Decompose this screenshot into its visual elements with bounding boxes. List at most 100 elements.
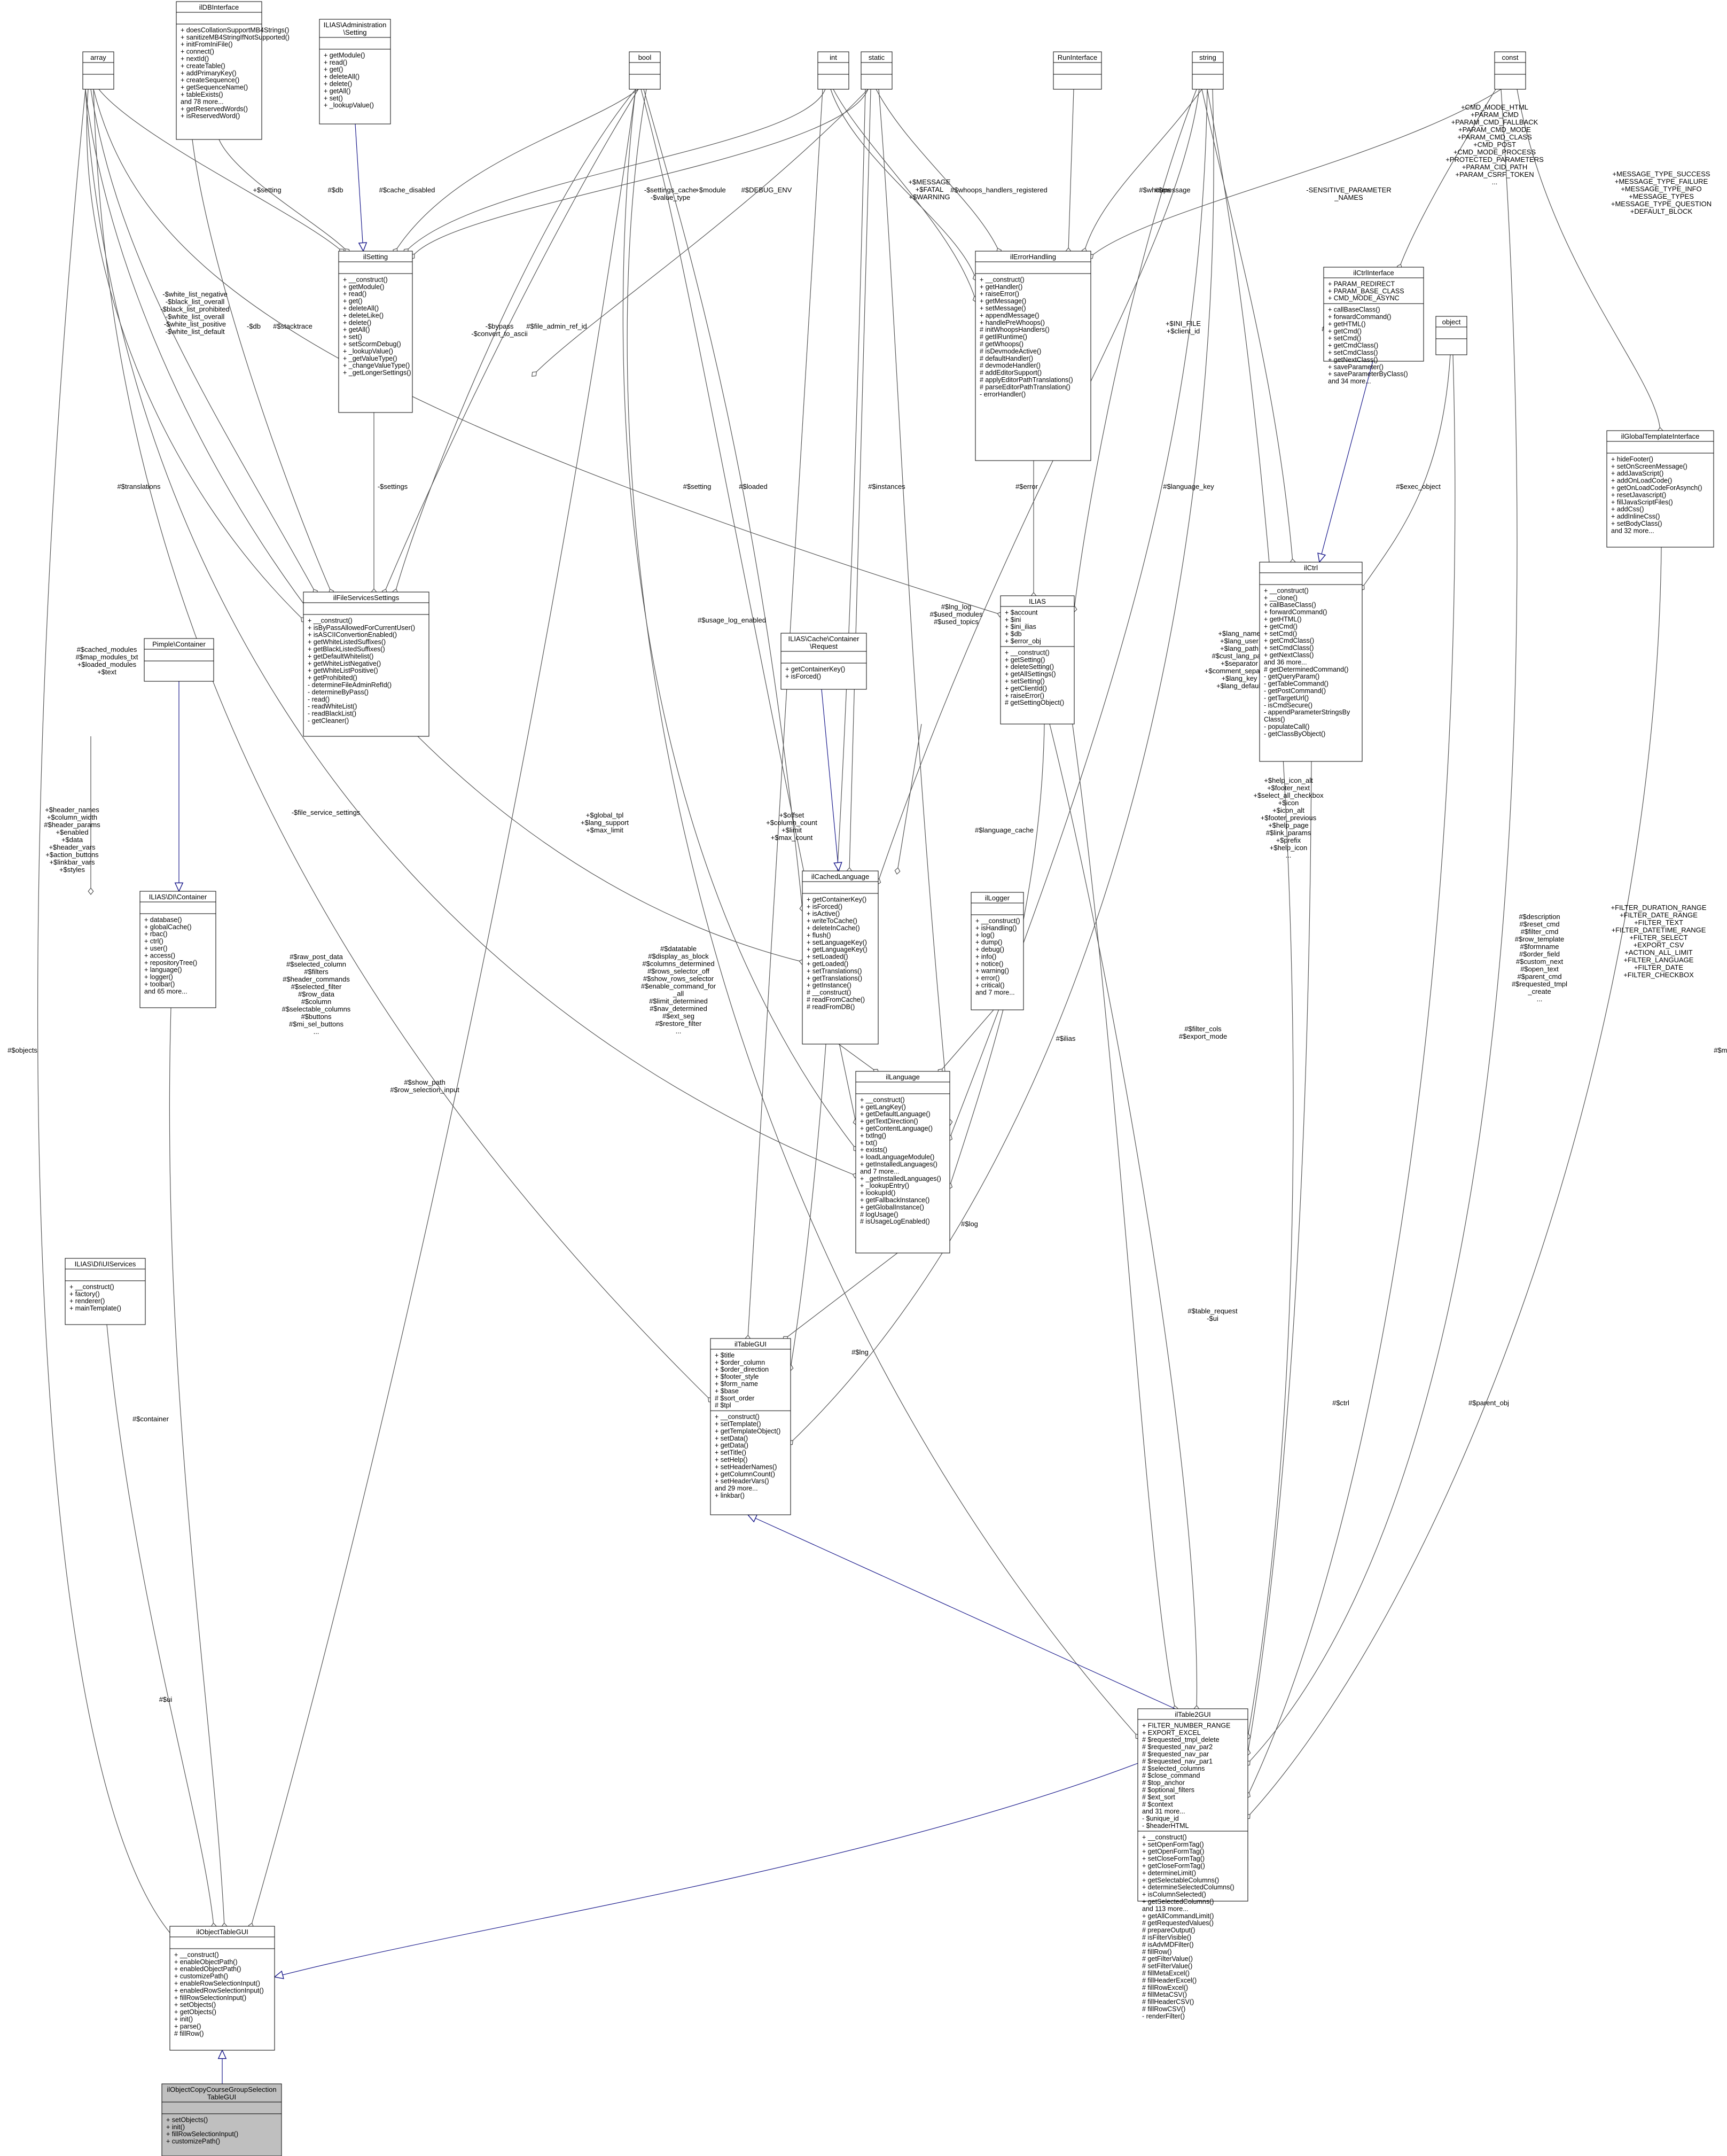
edge-label-line: +$help_page <box>1268 821 1309 829</box>
class-string[interactable]: string <box>1192 51 1224 90</box>
method: + isReservedWord() <box>181 112 240 120</box>
class-object[interactable]: object <box>1435 316 1467 355</box>
edge-label-line: +$header_vars <box>49 843 96 851</box>
attribute: + $db <box>1005 631 1022 638</box>
edge-label-line: +$lang_support <box>581 819 629 827</box>
method: + getGlobalInstance() <box>860 1203 924 1211</box>
method: - readWhiteList() <box>308 703 357 710</box>
edge-label-line: ... <box>1492 178 1498 186</box>
class-errorhandling[interactable]: ilErrorHandling+ __construct()+ getHandl… <box>975 251 1091 461</box>
class-title: int <box>830 53 837 61</box>
method: + getTemplateObject() <box>715 1427 780 1435</box>
class-objecttablegui[interactable]: ilObjectTableGUI+ __construct()+ enableO… <box>169 1926 275 2051</box>
class-runinterface[interactable]: RunInterface <box>1053 51 1102 90</box>
method: + getHandler() <box>980 283 1022 291</box>
edge-label-line: +$column_width <box>47 813 97 821</box>
edge-label-line: #$ext_seg <box>662 1012 694 1020</box>
edge-label-line: +MESSAGE_TYPES <box>1629 192 1694 200</box>
method: + __construct() <box>1005 649 1050 656</box>
method: + info() <box>975 953 996 960</box>
class-cacherequest[interactable]: ILIAS\Cache\Container\Request+ getContai… <box>780 633 867 690</box>
class-array[interactable]: array <box>82 51 114 90</box>
method: + _lookupEntry() <box>860 1182 909 1189</box>
attribute: + $order_column <box>715 1359 765 1366</box>
method: + txt() <box>860 1139 877 1147</box>
edge-label-line: #$show_rows_selector <box>643 975 714 983</box>
attribute: # $sort_order <box>715 1395 754 1402</box>
edge-label-line: #$column <box>301 998 331 1006</box>
class-title: ilErrorHandling <box>1010 253 1056 261</box>
method: + connect() <box>181 48 214 56</box>
method: + renderer() <box>69 1297 105 1305</box>
class-pimple[interactable]: Pimple\Container <box>144 638 214 682</box>
class-title: ilCtrl <box>1304 564 1318 572</box>
usage-edge <box>106 1324 217 1930</box>
method: + read() <box>324 59 347 66</box>
method: - renderFilter() <box>1142 2012 1185 2020</box>
inheritance-edge <box>273 1763 1138 1979</box>
method: + delete() <box>324 80 352 88</box>
class-language[interactable]: ilLanguage+ __construct()+ getLangKey()+… <box>855 1071 950 1254</box>
method: + _getInstalledLanguages() <box>860 1175 941 1182</box>
class-int[interactable]: int <box>817 51 849 90</box>
edge-label: -SENSITIVE_PARAMETER_NAMES <box>1306 186 1391 201</box>
edge-label: #$language_key <box>1163 482 1214 491</box>
class-static[interactable]: static <box>861 51 893 90</box>
attribute: # $tpl <box>715 1402 731 1409</box>
class-logger[interactable]: ilLogger+ __construct()+ isHandling()+ l… <box>971 892 1024 1010</box>
edge-label: #$whoops_handlers_registered <box>950 186 1047 194</box>
method: + getAllSettings() <box>1005 671 1056 678</box>
method: # getDeterminedCommand() <box>1264 666 1348 673</box>
usage-edge <box>745 89 823 1342</box>
class-ilias[interactable]: ILIAS+ $account+ $ini+ $ini_ilias+ $db+ … <box>1000 595 1075 725</box>
edge-label: #$message <box>1154 186 1190 194</box>
method: + setOpenFormTag() <box>1142 1841 1204 1848</box>
method: + forwardCommand() <box>1264 609 1327 616</box>
method: - getCleaner() <box>308 717 349 725</box>
class-tablegui[interactable]: ilTableGUI+ $title+ $order_column+ $orde… <box>710 1338 791 1515</box>
method: + callBaseClass() <box>1264 601 1316 609</box>
method: + warning() <box>975 967 1009 975</box>
usage-edge <box>875 89 1200 885</box>
class-adminsetting[interactable]: ILIAS\Administration\Setting+ getModule(… <box>319 19 391 124</box>
edge-label-line: #$custom_next <box>1516 958 1564 966</box>
method: + getCloseFormTag() <box>1142 1862 1205 1870</box>
method: + setHelp() <box>715 1456 747 1464</box>
class-ilsetting[interactable]: ilSetting+ __construct()+ getModule()+ r… <box>338 251 413 413</box>
method: + _changeValueType() <box>343 362 410 369</box>
edge-label: +$module <box>695 186 725 194</box>
usage-edge <box>838 1044 879 1074</box>
method: + getWhiteListNegative() <box>308 660 381 667</box>
class-title: ilLanguage <box>886 1073 920 1081</box>
usage-edge <box>93 89 713 1403</box>
edge-label-line: +EXPORT_CSV <box>1634 941 1684 949</box>
attribute: + $footer_style <box>715 1373 759 1381</box>
method: + getTranslations() <box>807 975 862 982</box>
attribute: and 31 more... <box>1142 1808 1185 1815</box>
method: + getNextClass() <box>1264 651 1314 659</box>
class-main[interactable]: ilObjectCopyCourseGroupSelectionTableGUI… <box>161 2083 282 2156</box>
class-ctrlinterface[interactable]: ilCtrlInterface+ PARAM_REDIRECT+ PARAM_B… <box>1323 267 1424 385</box>
class-ilctrl[interactable]: ilCtrl+ __construct()+ __clone()+ callBa… <box>1259 562 1363 762</box>
method: + error() <box>975 975 1000 982</box>
usage-edge <box>1245 547 1662 1820</box>
edge-label: #$lng_log#$used_modules#$used_topics <box>929 603 983 626</box>
class-globaltpl[interactable]: ilGlobalTemplateInterface+ hideFooter()+… <box>1606 430 1714 548</box>
edge-label-line: #$lng <box>851 1348 869 1356</box>
edge-label-line: +MESSAGE_TYPE_SUCCESS <box>1612 170 1710 178</box>
class-bool[interactable]: bool <box>629 51 661 90</box>
class-uiservices[interactable]: ILIAS\DI\UIServices+ __construct()+ fact… <box>65 1258 146 1325</box>
method: + _lookupValue() <box>343 347 393 355</box>
method: + saveParameterByClass() <box>1328 370 1408 378</box>
edge-label-line: #$order_field <box>1519 950 1560 958</box>
method: + __construct() <box>343 276 388 283</box>
usage-edge <box>410 89 869 260</box>
class-const[interactable]: const <box>1494 51 1526 90</box>
class-dbinterface[interactable]: ilDBInterface+ doesCollationSupportMB4St… <box>176 1 290 140</box>
class-fileservices[interactable]: ilFileServicesSettings+ __construct()+ i… <box>303 591 429 737</box>
class-table2gui[interactable]: ilTable2GUI+ FILTER_NUMBER_RANGE+ EXPORT… <box>1137 1708 1248 2020</box>
class-dicontainer[interactable]: ILIAS\DI\Container+ database()+ globalCa… <box>139 891 216 1008</box>
method: and 113 more... <box>1142 1905 1189 1912</box>
edge-label-line: +$setting <box>253 186 281 194</box>
class-cachedlanguage[interactable]: ilCachedLanguage+ getContainerKey()+ isF… <box>802 870 879 1045</box>
